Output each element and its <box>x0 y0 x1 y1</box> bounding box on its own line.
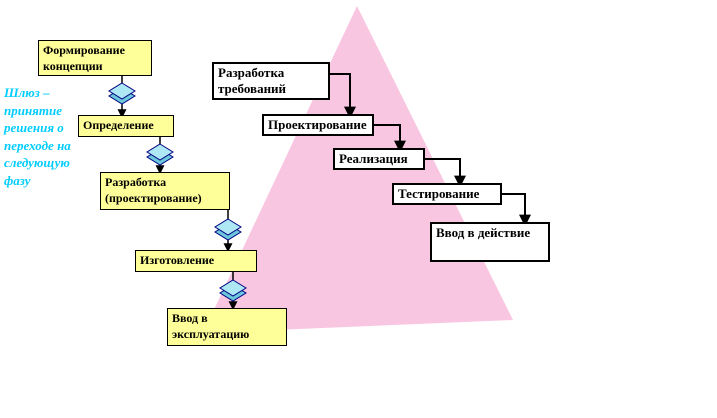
gate-diamond-1 <box>108 82 136 105</box>
phase-box-definition: Определение <box>78 115 174 137</box>
gate-note: Шлюз – принятие решения о переходе на сл… <box>4 85 71 188</box>
connector-waterfall-2-3 <box>374 124 406 153</box>
connector-waterfall-1-2 <box>330 73 356 119</box>
waterfall-box-testing: Тестирование <box>392 183 502 205</box>
waterfall-box-implementation: Реализация <box>333 148 425 170</box>
phase-box-development: Разработка (проектирование) <box>100 172 230 210</box>
phase-box-concept: Формирование концепции <box>38 40 152 76</box>
gate-diamond-3 <box>214 218 242 241</box>
phase-box-commissioning: Ввод в эксплуатацию <box>167 308 287 346</box>
connector-waterfall-4-5 <box>502 193 531 227</box>
waterfall-box-design: Проектирование <box>262 114 374 136</box>
gate-diamond-2 <box>146 143 174 166</box>
waterfall-box-deployment: Ввод в действие <box>430 222 550 262</box>
waterfall-box-requirements: Разработка требований <box>212 62 330 100</box>
phase-box-manufacturing: Изготовление <box>135 250 257 272</box>
connector-waterfall-3-4 <box>425 158 466 188</box>
